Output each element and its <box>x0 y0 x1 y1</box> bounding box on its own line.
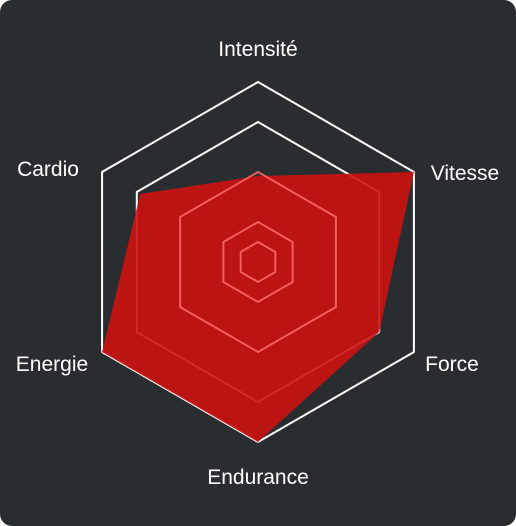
axis-label-0: Intensité <box>218 38 297 61</box>
grid-front <box>179 170 337 354</box>
grid-ring-10 <box>239 240 277 284</box>
series-layer <box>101 171 415 443</box>
data-point-Cardio <box>139 193 141 195</box>
axis-label-1: Vitesse <box>431 162 500 185</box>
grid-ring-20 <box>222 220 294 304</box>
data-point-Intensité <box>257 175 259 177</box>
data-point-Energie <box>101 351 103 353</box>
data-point-Vitesse <box>413 171 415 173</box>
axis-label-3: Endurance <box>207 466 309 489</box>
series-area-0 <box>102 172 414 442</box>
grid-ring-45 <box>179 170 337 354</box>
axis-label-5: Cardio <box>17 158 79 181</box>
data-point-Force <box>378 331 380 333</box>
data-point-Endurance <box>257 441 259 443</box>
axis-label-2: Force <box>425 353 479 376</box>
axis-label-4: Energie <box>16 353 88 376</box>
